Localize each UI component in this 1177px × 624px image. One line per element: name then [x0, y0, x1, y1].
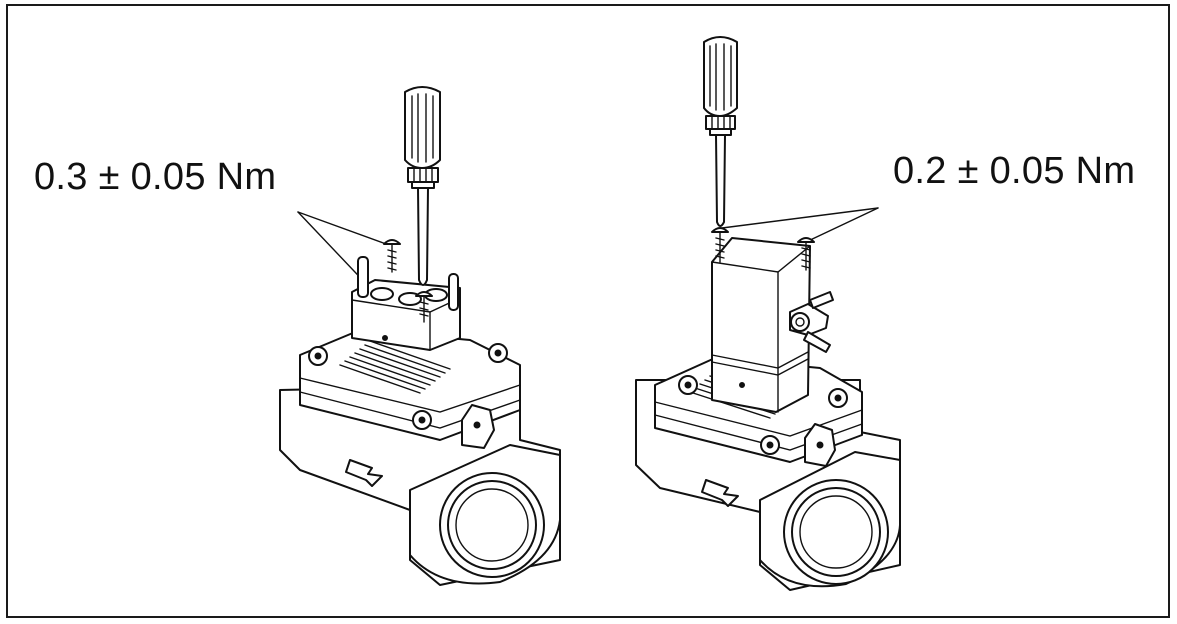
left-cover-ribs — [339, 340, 451, 394]
right-cover-bolts — [678, 375, 848, 455]
right-screws — [711, 227, 815, 271]
left-valve-body — [279, 329, 561, 586]
left-valve-illustration — [279, 86, 561, 586]
left-leader-lines — [297, 211, 387, 291]
right-screwdriver-icon — [703, 36, 738, 227]
right-leader-lines — [721, 207, 879, 243]
diagram-frame — [6, 4, 1170, 618]
left-screws — [383, 239, 433, 323]
torque-label-right: 0.2 ± 0.05 Nm — [893, 150, 1136, 192]
left-adapter-block — [351, 256, 461, 351]
right-solenoid-coil — [711, 237, 834, 413]
left-cover-bolts — [308, 343, 508, 430]
right-valve-body — [635, 357, 901, 591]
right-valve-illustration — [635, 36, 901, 591]
torque-label-left: 0.3 ± 0.05 Nm — [34, 156, 277, 198]
left-screwdriver-icon — [404, 86, 441, 286]
